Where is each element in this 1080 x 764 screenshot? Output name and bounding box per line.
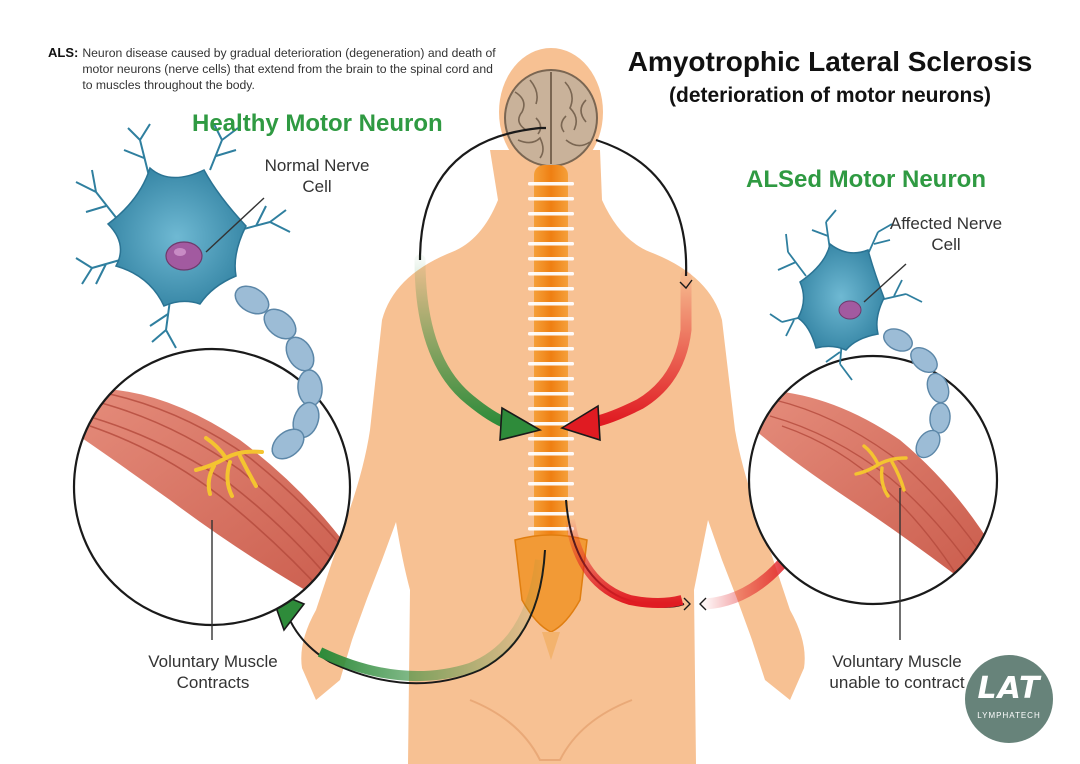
als-neuron-heading: ALSed Motor Neuron [746,166,986,194]
vertebra-disc [528,272,574,276]
als-definition: ALS: Neuron disease caused by gradual det… [48,45,518,93]
vertebra-disc [528,347,574,351]
vertebra-disc [528,257,574,261]
als-term: ALS: [48,45,78,60]
vertebra-disc [528,437,574,441]
healthy-neuron-heading: Healthy Motor Neuron [192,110,443,138]
vertebra-disc [528,452,574,456]
normal-cell-label: Normal Nerve Cell [262,155,372,197]
vertebra-disc [528,482,574,486]
logo-icon: LAT LYMPHATECH [965,655,1053,743]
als-definition-text: Neuron disease caused by gradual deterio… [82,45,502,93]
vertebra-disc [528,287,574,291]
vertebra-disc [528,362,574,366]
vertebra-disc [528,212,574,216]
page-subtitle: (deterioration of motor neurons) [560,84,1080,108]
page-title: Amyotrophic Lateral Sclerosis [560,46,1080,78]
logo-mark: LAT [965,671,1053,706]
vertebra-disc [528,497,574,501]
vertebra-disc [528,242,574,246]
vertebra-disc [528,182,574,186]
vertebra-disc [528,317,574,321]
logo-text: LYMPHATECH [965,711,1053,720]
vertebra-disc [528,467,574,471]
vertebra-disc [528,197,574,201]
vertebra-disc [528,377,574,381]
affected-cell-label: Affected Nerve Cell [886,213,1006,255]
muscle-unable-label: Voluntary Muscle unable to contract [822,651,972,693]
vertebra-disc [528,332,574,336]
vertebra-disc [528,302,574,306]
muscle-contracts-label: Voluntary Muscle Contracts [128,651,298,693]
vertebra-disc [528,227,574,231]
als-muscle-panel [749,356,1000,604]
vertebra-disc [528,392,574,396]
vertebra-disc [528,407,574,411]
